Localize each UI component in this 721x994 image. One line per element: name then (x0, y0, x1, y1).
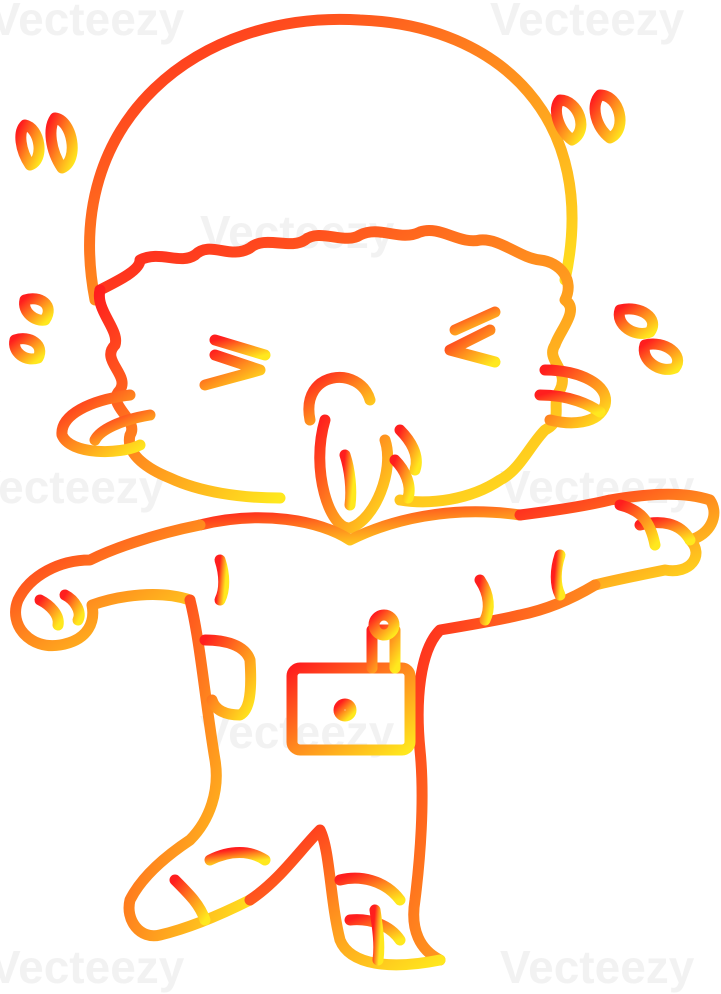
suit-arm-fold (550, 549, 566, 601)
suit-left-arm (10, 519, 206, 652)
watermark: Vecteezy (0, 461, 165, 513)
boot-detail (369, 904, 385, 966)
chest-antenna-knob (368, 609, 400, 641)
watermark: Vecteezy (490, 0, 685, 45)
eye-left (199, 349, 266, 391)
suit-leg-fold (334, 872, 406, 906)
helmet-outline (84, 13, 578, 306)
tongue (314, 414, 394, 534)
eye-left (209, 334, 271, 361)
shake-mark-left (15, 119, 45, 171)
head-outline (94, 225, 576, 508)
suit-left-hand (34, 594, 64, 631)
suit-right-arm (514, 488, 720, 591)
cheek-left (56, 389, 146, 458)
spray-drop-left (9, 333, 46, 365)
suit-torso-right (408, 579, 601, 966)
suit-arm-fold (214, 554, 230, 606)
cheek-right (534, 389, 606, 418)
chest-button (333, 698, 357, 722)
shake-mark-right (551, 94, 587, 146)
shake-mark-left (45, 112, 78, 174)
mouth-wrinkle (394, 424, 422, 476)
tongue (339, 449, 357, 511)
chest-control-box (286, 662, 416, 756)
suit-arm-fold (474, 574, 494, 626)
cheek-left (89, 409, 156, 446)
suit-collar (194, 506, 526, 546)
boot-detail (169, 874, 211, 926)
cheek-right (539, 364, 611, 429)
mouth-wrinkle (389, 454, 415, 504)
suit-left-hand (59, 589, 85, 626)
mouth (303, 372, 376, 426)
spray-drop-left (19, 293, 54, 326)
suit-right-hand (614, 499, 661, 551)
eye-right (444, 324, 501, 368)
watermark: Vecteezy (0, 0, 185, 45)
spray-drop-right (638, 338, 683, 375)
suit-torso-left (123, 594, 256, 942)
suit-pocket (199, 634, 257, 721)
eye-right (449, 306, 501, 336)
shake-mark-right (589, 89, 626, 144)
spray-drop-right (613, 303, 658, 339)
suit-knee-fold (204, 847, 271, 866)
